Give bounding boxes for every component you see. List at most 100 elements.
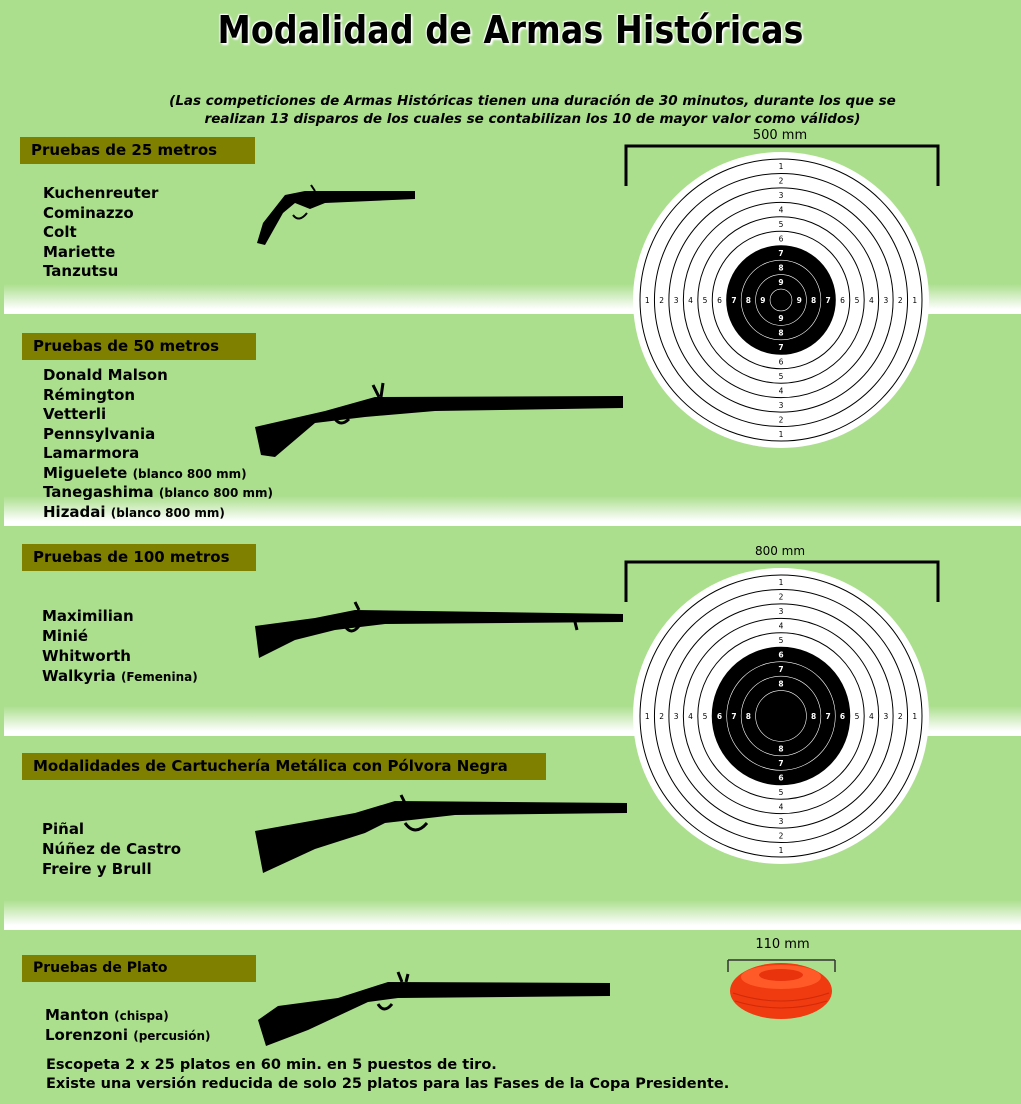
target-ring (639, 158, 923, 442)
ring-score-label: 7 (778, 665, 783, 674)
list-item: Cominazzo (43, 203, 134, 222)
ring-score-label: 4 (779, 206, 784, 215)
subtitle: (Las competiciones de Armas Históricas t… (169, 93, 896, 127)
ring-score-label: 2 (779, 593, 784, 602)
ring-score-label: 3 (674, 712, 679, 721)
list-item: Rémington (43, 385, 136, 404)
ring-score-label: 6 (779, 358, 784, 367)
list-item: Lamarmora (43, 444, 140, 462)
target-black-zone (712, 647, 850, 785)
ring-score-label: 5 (703, 296, 708, 305)
target-ring (653, 172, 909, 428)
ring-score-label: 8 (778, 679, 783, 688)
shotgun-icon (258, 971, 610, 1046)
target-ring (711, 230, 851, 370)
page-title: Modalidad de Armas Históricas (217, 8, 804, 52)
target-ring (697, 216, 865, 384)
ring-score-label: 4 (779, 622, 784, 631)
ring-score-label: 2 (779, 177, 784, 186)
list-item: Núñez de Castro (42, 840, 182, 858)
ring-score-label: 4 (779, 802, 784, 811)
size-bracket (624, 560, 940, 602)
list-item: Miguelete (blanco 800 mm) (43, 463, 247, 482)
ring-score-label: 8 (811, 296, 816, 305)
list-item: Whitworth (42, 647, 131, 665)
list-item: Minié (42, 627, 89, 645)
ring-score-label: 6 (717, 296, 722, 305)
target-ring (639, 574, 923, 858)
ring-score-label: 4 (779, 386, 784, 395)
target-ring (668, 187, 894, 413)
target-ring (711, 646, 851, 786)
list-item: Piñal (42, 820, 85, 838)
ring-score-label: 3 (779, 817, 784, 826)
ring-score-label: 5 (779, 636, 784, 645)
ring-score-label: 4 (869, 296, 874, 305)
ring-score-label: 9 (797, 296, 802, 305)
ring-score-label: 1 (779, 578, 784, 587)
ring-score-label: 8 (778, 329, 783, 338)
ring-score-label: 3 (883, 296, 888, 305)
section-divider (4, 900, 1021, 930)
ring-score-label: 6 (778, 650, 783, 659)
list-item: Tanzutsu (43, 262, 119, 280)
ring-score-label: 4 (688, 712, 693, 721)
percussion-rifle-icon (255, 601, 623, 658)
ring-score-label: 8 (746, 296, 751, 305)
ring-score-label: 8 (778, 263, 783, 272)
list-item: Tanegashima (blanco 800 mm) (43, 483, 273, 501)
list-item: Vetterli (43, 405, 107, 423)
ring-score-label: 2 (898, 296, 903, 305)
section-header-50m: Pruebas de 50 metros (22, 333, 256, 360)
list-item: Donald Malson (43, 366, 168, 384)
target-ring (769, 288, 793, 312)
list-item: Manton (chispa) (45, 1006, 169, 1024)
target-ring (755, 690, 807, 742)
ring-score-label: 5 (855, 712, 860, 721)
ring-score-label: 7 (778, 343, 783, 352)
pistol-icon (257, 184, 415, 245)
list-item: Pennsylvania (43, 424, 156, 443)
plato-note: Existe una versión reducida de solo 25 p… (46, 1076, 730, 1092)
ring-score-label: 6 (717, 712, 722, 721)
ring-score-label: 1 (779, 430, 784, 439)
ring-score-label: 2 (779, 415, 784, 424)
ring-score-label: 5 (703, 712, 708, 721)
ring-score-label: 7 (778, 249, 783, 258)
section-header-25m: Pruebas de 25 metros (20, 137, 255, 164)
ring-score-label: 1 (645, 296, 650, 305)
ring-score-label: 7 (731, 296, 736, 305)
target-ring (653, 588, 909, 844)
ring-score-label: 4 (688, 296, 693, 305)
list-item: Colt (43, 223, 77, 241)
target-ring (726, 661, 836, 771)
list-item: Hizadai (blanco 800 mm) (43, 502, 225, 521)
list-item: Walkyria (Femenina) (42, 667, 198, 685)
flintlock-rifle-icon (255, 382, 623, 457)
list-item: Lorenzoni (percusión) (45, 1026, 211, 1044)
ring-score-label: 7 (825, 712, 830, 721)
ring-score-label: 7 (825, 296, 830, 305)
ring-score-label: 4 (869, 712, 874, 721)
ring-score-label: 3 (883, 712, 888, 721)
weapon-list-plato: Manton (chispa) Lorenzoni (percusión) (45, 1006, 211, 1046)
ring-score-label: 9 (778, 314, 783, 323)
clay-size-label: 110 mm (755, 937, 810, 952)
ring-score-label: 5 (855, 296, 860, 305)
ring-score-label: 3 (779, 607, 784, 616)
target-ring (755, 274, 807, 326)
ring-score-label: 5 (779, 220, 784, 229)
list-item: Freire y Brull (42, 860, 152, 878)
ring-score-label: 2 (898, 712, 903, 721)
ring-score-label: 9 (760, 296, 765, 305)
target-ring (740, 259, 822, 341)
ring-score-label: 2 (659, 296, 664, 305)
ring-score-label: 1 (779, 846, 784, 855)
ring-score-label: 2 (659, 712, 664, 721)
target-size-label: 500 mm (752, 128, 808, 143)
ring-score-label: 7 (731, 712, 736, 721)
